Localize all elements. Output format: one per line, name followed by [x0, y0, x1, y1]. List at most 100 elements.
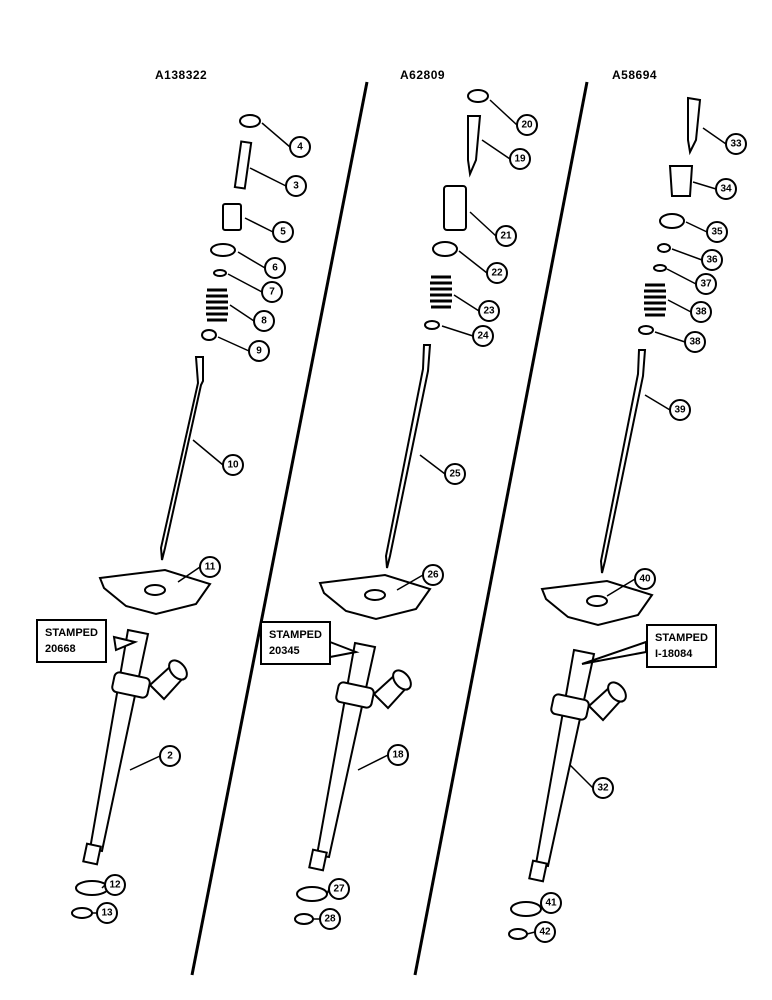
callout-leader-7 — [227, 273, 263, 293]
callout-number-42: 42 — [539, 927, 551, 938]
callout-number-38: 38 — [689, 337, 701, 348]
callout-number-10: 10 — [227, 460, 239, 471]
callout-number-4: 4 — [297, 142, 303, 153]
callout-number-33: 33 — [730, 139, 742, 150]
part-32-injector-body — [534, 648, 596, 868]
callout-number-27: 27 — [333, 884, 345, 895]
callout-circle-18 — [387, 744, 409, 766]
part-2-inlet-end — [168, 659, 188, 681]
part-34-adjuster — [668, 165, 694, 197]
callout-number-12: 12 — [109, 880, 121, 891]
part-23-spring — [430, 275, 452, 309]
callout-leader-18 — [357, 754, 389, 771]
part-26-hole — [364, 589, 386, 601]
callout-leader-23 — [453, 294, 480, 312]
callout-circle-10 — [222, 454, 244, 476]
stamp-label-1: STAMPED 20668 — [36, 619, 107, 663]
part-42-washer — [508, 928, 528, 940]
part-10-spindle — [159, 356, 204, 561]
part-2-injector-body — [88, 628, 150, 853]
part-27-washer — [296, 886, 328, 902]
part-38-washer-upper — [653, 264, 667, 272]
part-21-adjuster — [443, 185, 467, 231]
part-4-nut — [239, 114, 261, 128]
part-39-spindle — [599, 349, 647, 574]
part-32-nozzle — [528, 859, 548, 883]
callout-circle-24 — [472, 325, 494, 347]
stamp-label-1-line1: STAMPED — [45, 627, 98, 639]
callout-number-28: 28 — [324, 914, 336, 925]
callout-circle-37 — [695, 273, 717, 295]
part-3-stud — [233, 140, 253, 190]
part-2-collar — [111, 671, 151, 699]
callout-leader-5 — [244, 217, 274, 233]
callout-circle-35 — [706, 221, 728, 243]
callout-circle-40 — [634, 568, 656, 590]
column-2-title: A62809 — [400, 68, 446, 82]
callout-number-23: 23 — [483, 306, 495, 317]
callout-circle-4 — [289, 136, 311, 158]
callout-leader-37 — [666, 268, 697, 285]
callout-number-24: 24 — [477, 331, 489, 342]
callout-leader-26 — [396, 574, 424, 591]
callout-leader-3 — [249, 167, 287, 187]
stamp-label-2-line1: STAMPED — [269, 629, 322, 641]
callout-number-11: 11 — [205, 562, 216, 573]
column-3-parts — [508, 96, 702, 940]
callout-leader-38 — [654, 331, 686, 343]
callout-circle-41 — [540, 892, 562, 914]
column-divider-left — [190, 81, 369, 976]
callout-number-36: 36 — [706, 255, 718, 266]
part-35-locknut — [659, 213, 685, 229]
part-2-nozzle — [82, 842, 102, 866]
callout-number-35: 35 — [711, 227, 723, 238]
callout-circle-21 — [495, 225, 517, 247]
part-25-spindle — [384, 344, 432, 569]
callout-number-41: 41 — [545, 898, 557, 909]
callout-leader-20 — [489, 99, 518, 126]
callout-leader-9 — [217, 336, 250, 352]
callout-number-38: 38 — [695, 307, 707, 318]
callout-leader-24 — [441, 325, 474, 337]
part-24-seat — [424, 320, 440, 330]
part-12-washer — [75, 880, 109, 896]
part-13-washer — [71, 907, 93, 919]
callout-circle-11 — [199, 556, 221, 578]
stamp-label-2: STAMPED 20345 — [260, 621, 331, 665]
stamp-label-3: STAMPED I-18084 — [646, 624, 717, 668]
callout-circle-12 — [104, 874, 126, 896]
stamp-label-2-line2: 20345 — [269, 645, 300, 657]
callout-number-22: 22 — [491, 268, 503, 279]
callout-leader-8 — [229, 304, 255, 322]
callout-number-37: 37 — [700, 279, 712, 290]
part-7-washer — [213, 269, 227, 277]
callout-leader-35 — [685, 221, 708, 233]
callout-number-20: 20 — [521, 120, 533, 131]
part-28-washer — [294, 913, 314, 925]
part-18-inlet-end — [392, 669, 412, 691]
callout-circle-22 — [486, 262, 508, 284]
callout-number-3: 3 — [293, 181, 299, 192]
part-33-stud — [687, 96, 702, 156]
part-18-injector-body — [315, 641, 377, 859]
column-3-title: A58694 — [612, 68, 658, 82]
callout-leader-40 — [606, 578, 636, 597]
part-18-nozzle — [308, 848, 328, 872]
callout-number-8: 8 — [261, 316, 267, 327]
callout-circle-27 — [328, 878, 350, 900]
callout-leader-25 — [419, 454, 446, 475]
callout-circle-39 — [669, 399, 691, 421]
callout-circle-32 — [592, 777, 614, 799]
callout-leader-33 — [702, 127, 727, 145]
callout-leader-42 — [526, 931, 536, 935]
part-20-nut — [467, 89, 489, 103]
part-18-collar — [335, 681, 375, 709]
callout-circle-28 — [319, 908, 341, 930]
callout-number-9: 9 — [256, 346, 262, 357]
callout-number-34: 34 — [720, 184, 732, 195]
callout-number-26: 26 — [427, 570, 439, 581]
callout-circle-38 — [684, 331, 706, 353]
callout-circle-23 — [478, 300, 500, 322]
part-41-washer — [510, 901, 542, 917]
